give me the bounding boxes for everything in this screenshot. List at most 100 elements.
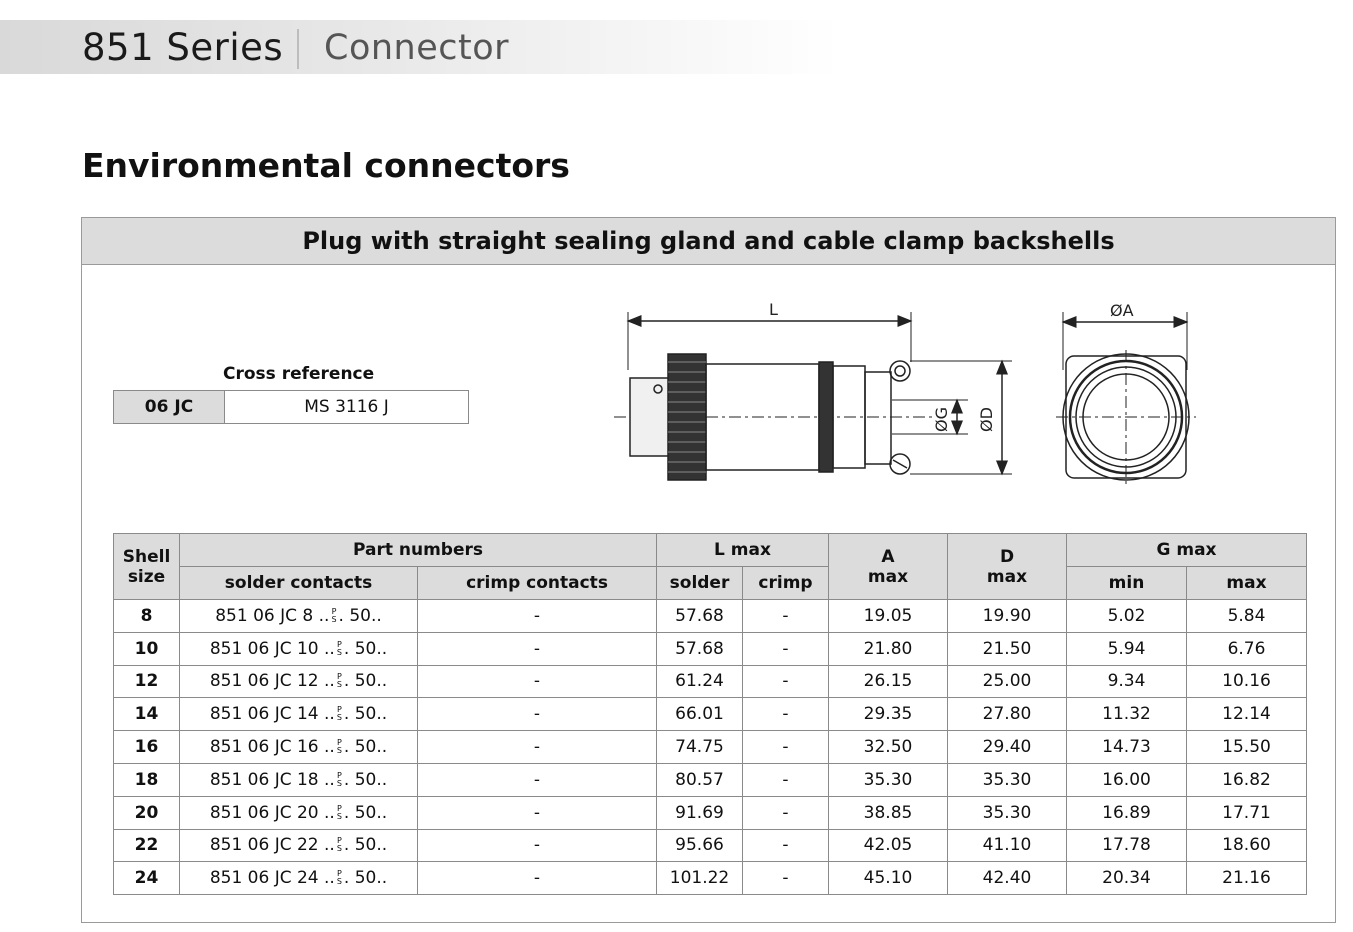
l-crimp-cell: - bbox=[742, 599, 829, 633]
l-solder-cell: 80.57 bbox=[656, 762, 743, 797]
header-l-crimp: crimp bbox=[742, 566, 829, 600]
l-crimp-cell: - bbox=[742, 664, 829, 699]
l-crimp-cell: - bbox=[742, 795, 829, 830]
g-max-cell: 5.84 bbox=[1186, 599, 1307, 633]
shell-size-cell: 16 bbox=[113, 730, 180, 764]
l-crimp-cell: - bbox=[742, 730, 829, 764]
cross-reference-label: Cross reference bbox=[223, 364, 375, 384]
header-crimp-contacts: crimp contacts bbox=[417, 566, 657, 600]
l-solder-cell: 74.75 bbox=[656, 730, 743, 764]
header-g-min: min bbox=[1066, 566, 1187, 600]
g-max-cell: 21.16 bbox=[1186, 861, 1307, 896]
crimp-part-number-cell: - bbox=[417, 861, 657, 896]
g-min-cell: 20.34 bbox=[1066, 861, 1187, 896]
shell-size-cell: 12 bbox=[113, 664, 180, 699]
g-max-cell: 6.76 bbox=[1186, 631, 1307, 666]
dim-d-label: ØD bbox=[977, 407, 996, 432]
l-solder-cell: 57.68 bbox=[656, 599, 743, 633]
a-max-cell: 45.10 bbox=[828, 861, 948, 896]
l-crimp-cell: - bbox=[742, 762, 829, 797]
shell-size-cell: 14 bbox=[113, 697, 180, 732]
d-max-cell: 41.10 bbox=[947, 828, 1067, 863]
header-band bbox=[0, 20, 840, 74]
a-max-cell: 38.85 bbox=[828, 795, 948, 830]
crimp-part-number-cell: - bbox=[417, 795, 657, 830]
header-l-max: L max bbox=[656, 533, 829, 567]
l-solder-cell: 61.24 bbox=[656, 664, 743, 699]
crimp-part-number-cell: - bbox=[417, 631, 657, 666]
d-max-cell: 19.90 bbox=[947, 599, 1067, 633]
l-crimp-cell: - bbox=[742, 861, 829, 896]
header-solder-contacts: solder contacts bbox=[179, 566, 418, 600]
crimp-part-number-cell: - bbox=[417, 697, 657, 732]
l-crimp-cell: - bbox=[742, 631, 829, 666]
product-title: Connector bbox=[324, 28, 510, 68]
g-min-cell: 9.34 bbox=[1066, 664, 1187, 699]
g-min-cell: 5.94 bbox=[1066, 631, 1187, 666]
cross-reference-key: 06 JC bbox=[114, 391, 225, 423]
shell-size-cell: 18 bbox=[113, 762, 180, 797]
connector-drawing: L ØG ØD ØA bbox=[614, 300, 1196, 486]
product-panel: Plug with straight sealing gland and cab… bbox=[81, 217, 1336, 923]
section-title: Environmental connectors bbox=[82, 146, 570, 185]
g-max-cell: 10.16 bbox=[1186, 664, 1307, 699]
a-max-cell: 29.35 bbox=[828, 697, 948, 732]
series-title: 851 Series bbox=[82, 26, 284, 69]
crimp-part-number-cell: - bbox=[417, 762, 657, 797]
header-g-max-col: max bbox=[1186, 566, 1307, 600]
crimp-part-number-cell: - bbox=[417, 599, 657, 633]
header-g-max: G max bbox=[1066, 533, 1307, 567]
g-min-cell: 16.00 bbox=[1066, 762, 1187, 797]
shell-size-cell: 10 bbox=[113, 631, 180, 666]
d-max-cell: 29.40 bbox=[947, 730, 1067, 764]
cross-reference-value: MS 3116 J bbox=[304, 397, 389, 417]
crimp-part-number-cell: - bbox=[417, 664, 657, 699]
a-max-cell: 32.50 bbox=[828, 730, 948, 764]
l-solder-cell: 91.69 bbox=[656, 795, 743, 830]
d-max-cell: 27.80 bbox=[947, 697, 1067, 732]
side-view bbox=[614, 312, 1012, 481]
g-max-cell: 15.50 bbox=[1186, 730, 1307, 764]
l-crimp-cell: - bbox=[742, 697, 829, 732]
a-max-cell: 35.30 bbox=[828, 762, 948, 797]
l-solder-cell: 95.66 bbox=[656, 828, 743, 863]
g-max-cell: 12.14 bbox=[1186, 697, 1307, 732]
header-divider bbox=[297, 29, 299, 69]
d-max-cell: 42.40 bbox=[947, 861, 1067, 896]
l-solder-cell: 66.01 bbox=[656, 697, 743, 732]
crimp-part-number-cell: - bbox=[417, 828, 657, 863]
a-max-cell: 26.15 bbox=[828, 664, 948, 699]
d-max-cell: 35.30 bbox=[947, 762, 1067, 797]
a-max-cell: 42.05 bbox=[828, 828, 948, 863]
d-max-cell: 21.50 bbox=[947, 631, 1067, 666]
g-max-cell: 17.71 bbox=[1186, 795, 1307, 830]
panel-title: Plug with straight sealing gland and cab… bbox=[82, 218, 1335, 265]
g-min-cell: 5.02 bbox=[1066, 599, 1187, 633]
l-solder-cell: 101.22 bbox=[656, 861, 743, 896]
g-min-cell: 14.73 bbox=[1066, 730, 1187, 764]
g-min-cell: 16.89 bbox=[1066, 795, 1187, 830]
a-max-cell: 21.80 bbox=[828, 631, 948, 666]
header-part-numbers: Part numbers bbox=[179, 533, 657, 567]
front-view bbox=[1056, 312, 1196, 486]
shell-size-cell: 22 bbox=[113, 828, 180, 863]
l-crimp-cell: - bbox=[742, 828, 829, 863]
